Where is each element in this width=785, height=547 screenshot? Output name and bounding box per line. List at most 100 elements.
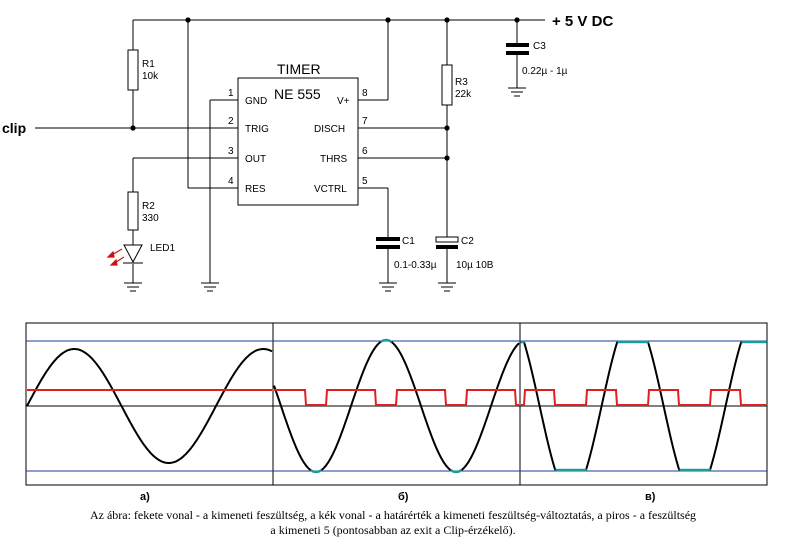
- c1-ref: C1: [402, 236, 415, 247]
- clip-plateau-mark: [577, 468, 579, 472]
- clip-plateau-mark: [697, 468, 699, 472]
- clip-plateau-mark: [310, 469, 312, 472]
- clip-plateau-mark: [647, 340, 649, 344]
- clip-plateau-mark: [387, 339, 389, 342]
- clip-plateau-mark: [695, 468, 697, 472]
- clip-plateau-mark: [566, 468, 568, 472]
- clip-plateau-mark: [762, 340, 764, 344]
- pin-number: 7: [362, 116, 368, 127]
- clip-plateau-mark: [578, 468, 580, 472]
- clip-plateau-mark: [755, 340, 757, 344]
- clip-plateau-mark: [754, 340, 756, 344]
- clip-plateau-mark: [756, 340, 758, 344]
- clip-plateau-mark: [619, 340, 621, 344]
- clip-plateau-mark: [571, 468, 573, 472]
- ground-icon: [201, 282, 219, 292]
- panel-label-b: б): [398, 491, 409, 503]
- clip-plateau-mark: [522, 340, 524, 344]
- clip-plateau-mark: [679, 468, 681, 472]
- clip-plateau-mark: [691, 468, 693, 472]
- ground-icon: [438, 282, 456, 292]
- pin-number: 6: [362, 146, 368, 157]
- clip-plateau-mark: [561, 468, 563, 472]
- clip-plateau-mark: [638, 340, 640, 344]
- pin5-voltage-trace: [274, 389, 519, 406]
- clip-plateau-mark: [746, 340, 748, 344]
- clip-plateau-mark: [643, 340, 645, 344]
- clip-plateau-mark: [707, 468, 709, 472]
- junction-dots: [130, 17, 520, 161]
- clip-plateau-mark: [382, 339, 384, 342]
- clip-plateau-mark: [699, 468, 701, 472]
- clip-plateau-mark: [757, 340, 759, 344]
- c1-capacitor: [376, 237, 400, 249]
- clip-plateau-mark: [556, 468, 558, 472]
- clip-plateau-mark: [630, 340, 632, 344]
- clip-plateau-mark: [557, 468, 559, 472]
- pin-number: 2: [228, 116, 234, 127]
- r3-resistor: [441, 64, 453, 106]
- r2-ref: R2: [142, 201, 155, 212]
- pin-name: THRS: [320, 154, 348, 165]
- clip-plateau-mark: [752, 340, 754, 344]
- clip-plateau-mark: [645, 340, 647, 344]
- clip-plateau-mark: [641, 340, 643, 344]
- clip-plateau-mark: [454, 470, 456, 474]
- clip-plateau-mark: [451, 469, 453, 473]
- clip-plateau-mark: [764, 340, 766, 344]
- clip-plateau-mark: [640, 340, 642, 344]
- clip-plateau-mark: [745, 340, 747, 344]
- clip-plateau-mark: [760, 340, 762, 344]
- r2-value: 330: [142, 213, 159, 224]
- clip-plateau-mark: [314, 470, 316, 474]
- clip-plateau-mark: [748, 340, 750, 344]
- clip-plateau-mark: [585, 468, 587, 472]
- clip-plateau-mark: [639, 340, 641, 344]
- clip-plateau-mark: [390, 340, 392, 343]
- pin-name: TRIG: [245, 124, 269, 135]
- clip-plateau-mark: [388, 339, 390, 342]
- clip-plateau-mark: [584, 468, 586, 472]
- clip-plateau-mark: [582, 468, 584, 472]
- clip-plateau-mark: [575, 468, 577, 472]
- ground-symbols: [124, 87, 526, 292]
- clip-plateau-mark: [452, 470, 454, 473]
- clip-plateau-mark: [381, 339, 383, 343]
- clip-plateau-mark: [636, 340, 638, 344]
- clip-plateau-mark: [565, 468, 567, 472]
- clip-plateau-mark: [384, 338, 386, 342]
- chip-title: TIMER: [277, 61, 321, 77]
- caption-line-2: a kimeneti 5 (pontosabban az exit a Clip…: [270, 523, 516, 537]
- clip-plateau-mark: [315, 470, 317, 474]
- clip-plateau-mark: [631, 340, 633, 344]
- clip-plateau-mark: [690, 468, 692, 472]
- pin-number: 8: [362, 88, 368, 99]
- r1-resistor: [127, 49, 139, 91]
- clip-plateau-mark: [456, 470, 458, 474]
- clip-plateau-mark: [682, 468, 684, 472]
- clip-plateau-mark: [747, 340, 749, 344]
- clip-plateau-mark: [523, 340, 525, 344]
- clip-plateau-mark: [562, 468, 564, 472]
- clip-plateau-mark: [700, 468, 702, 472]
- clip-plateau-mark: [704, 468, 706, 472]
- clip-plateau-mark: [620, 340, 622, 344]
- clip-plateau-mark: [626, 340, 628, 344]
- clip-plateau-mark: [742, 340, 744, 344]
- clip-plateau-mark: [703, 468, 705, 472]
- clip-plateau-mark: [683, 468, 685, 472]
- clip-plateau-mark: [458, 470, 460, 473]
- clip-plateau-mark: [573, 468, 575, 472]
- clip-plateau-mark: [705, 468, 707, 472]
- clip-plateau-mark: [628, 340, 630, 344]
- clip-plateau-mark: [759, 340, 761, 344]
- clip-plateau-mark: [450, 469, 452, 472]
- clip-plateau-mark: [761, 340, 763, 344]
- clip-plateau-mark: [568, 468, 570, 472]
- clip-plateau-mark: [702, 468, 704, 472]
- c2-capacitor: [435, 236, 459, 249]
- clip-plateau-mark: [635, 340, 637, 344]
- clip-plateau-mark: [753, 340, 755, 344]
- clip-plateau-mark: [627, 340, 629, 344]
- figure-caption: Az ábra: fekete vonal - a kimeneti feszü…: [8, 508, 778, 538]
